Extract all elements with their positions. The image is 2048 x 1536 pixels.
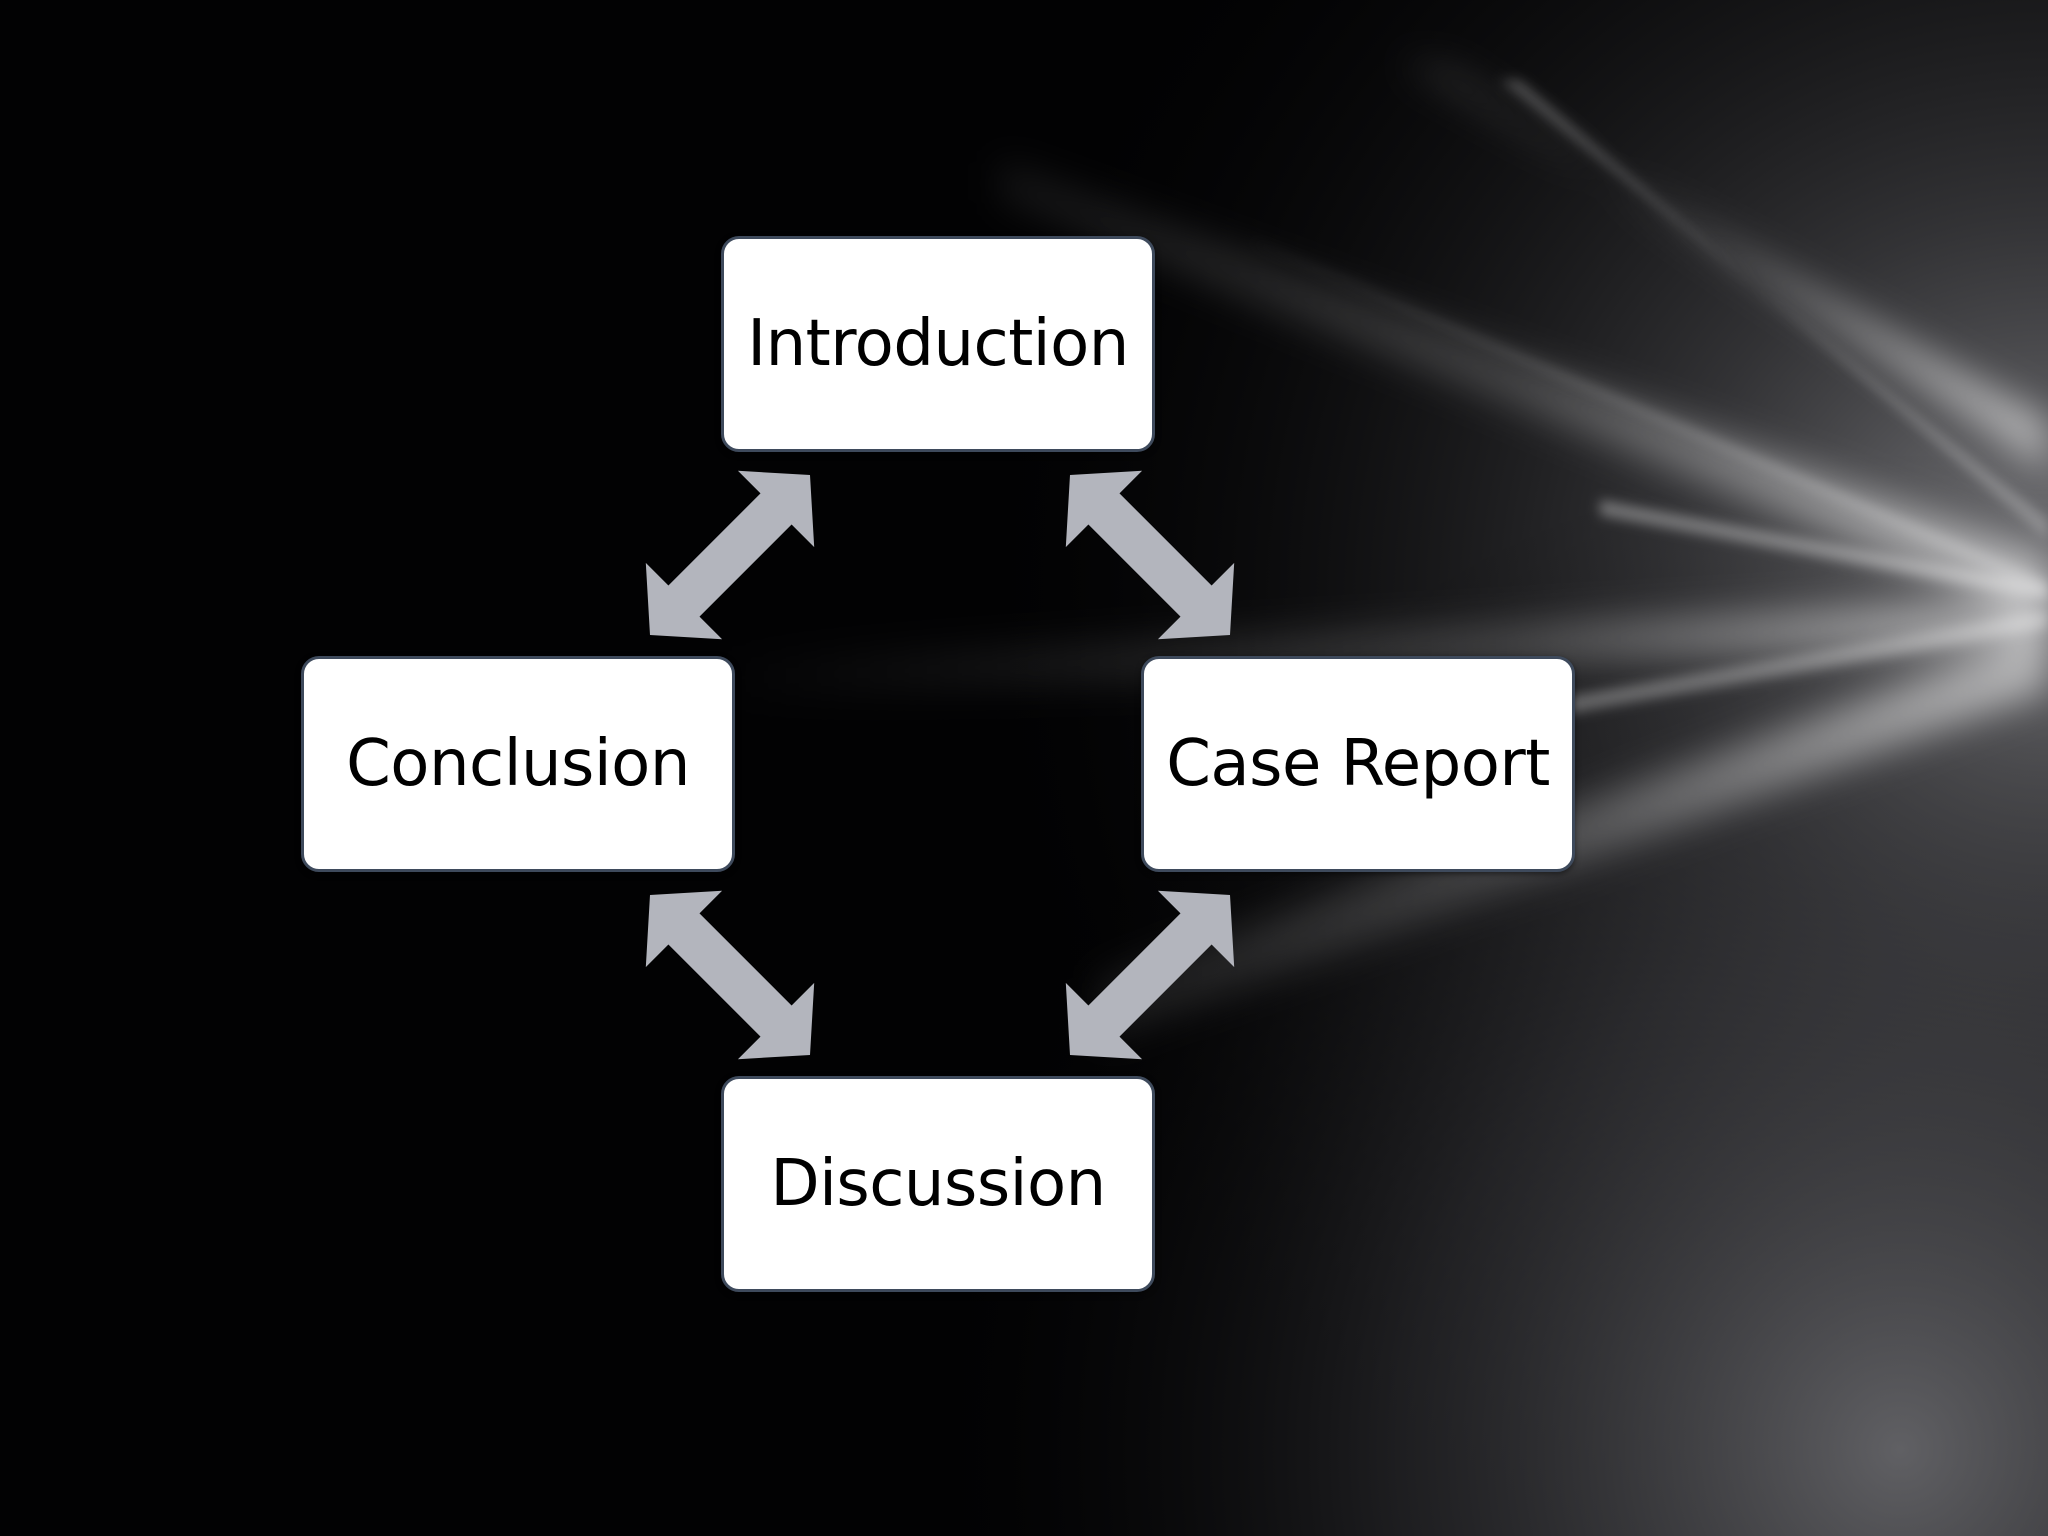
arrow-discussion-conclusion [645,890,815,1060]
node-label-introduction: Introduction [747,307,1129,381]
node-conclusion: Conclusion [301,656,735,872]
arrows-group [645,470,1235,1060]
arrow-case-report-discussion [1065,890,1235,1060]
node-label-case-report: Case Report [1166,727,1550,801]
node-introduction: Introduction [721,236,1155,452]
node-discussion: Discussion [721,1076,1155,1292]
arrow-conclusion-introduction [645,470,815,640]
node-label-discussion: Discussion [770,1147,1106,1221]
arrow-introduction-case-report [1065,470,1235,640]
node-case-report: Case Report [1141,656,1575,872]
node-label-conclusion: Conclusion [346,727,690,801]
